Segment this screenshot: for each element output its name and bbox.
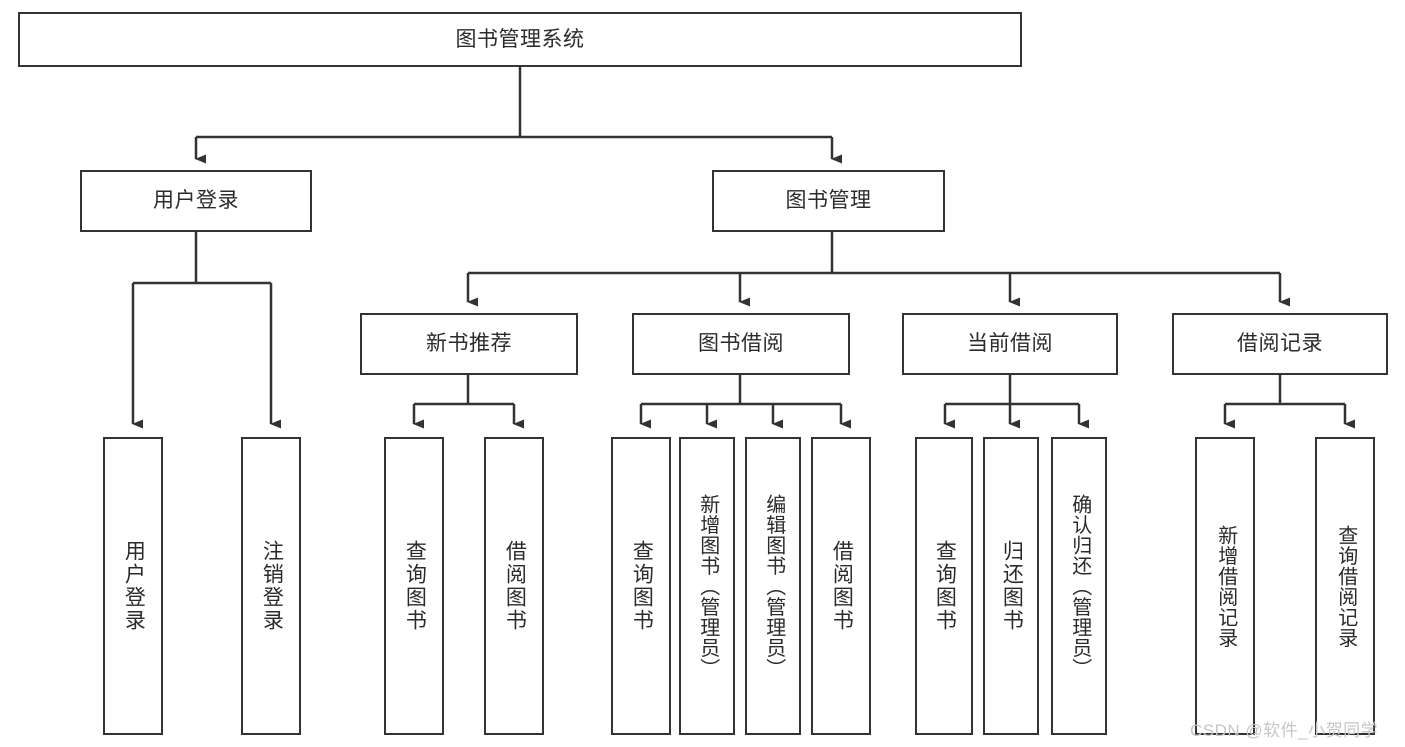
node-label: 图书管理	[785, 189, 872, 213]
node-label: 用户登录	[122, 540, 146, 632]
leaf-query-book-recommend[interactable]: 查询图书	[384, 437, 444, 735]
node-borrow-record[interactable]: 借阅记录	[1172, 313, 1388, 375]
leaf-query-book-current[interactable]: 查询图书	[915, 437, 973, 735]
leaf-user-logout[interactable]: 注销登录	[241, 437, 301, 735]
leaf-user-login[interactable]: 用户登录	[103, 437, 163, 735]
node-label: 借阅图书	[503, 540, 527, 632]
node-label: 图书借阅	[698, 332, 784, 356]
node-label: 查询图书	[630, 540, 654, 632]
node-label: 注销登录	[260, 540, 284, 632]
node-label: 确认归还（管理员）	[1068, 493, 1091, 679]
leaf-return-book[interactable]: 归还图书	[983, 437, 1039, 735]
node-label: 归还图书	[1000, 540, 1024, 632]
node-label: 借阅记录	[1237, 332, 1323, 356]
leaf-confirm-return-admin[interactable]: 确认归还（管理员）	[1051, 437, 1107, 735]
node-label: 新书推荐	[426, 332, 512, 356]
node-label: 新增借阅记录	[1214, 524, 1237, 648]
leaf-edit-book-admin[interactable]: 编辑图书（管理员）	[745, 437, 801, 735]
node-label: 用户登录	[153, 189, 239, 213]
leaf-add-borrow-record[interactable]: 新增借阅记录	[1195, 437, 1255, 735]
node-label: 当前借阅	[967, 332, 1053, 356]
node-current-borrow[interactable]: 当前借阅	[902, 313, 1118, 375]
leaf-query-book-borrow[interactable]: 查询图书	[611, 437, 671, 735]
csdn-watermark: CSDN @软件_小贺同学	[1190, 721, 1379, 740]
node-user-login[interactable]: 用户登录	[80, 170, 312, 232]
leaf-query-borrow-record[interactable]: 查询借阅记录	[1315, 437, 1375, 735]
leaf-borrow-book-recommend[interactable]: 借阅图书	[484, 437, 544, 735]
node-root-system[interactable]: 图书管理系统	[18, 12, 1022, 67]
node-label: 查询图书	[403, 540, 427, 632]
node-label: 查询图书	[933, 540, 957, 632]
node-label: 编辑图书（管理员）	[762, 493, 785, 679]
node-label: 借阅图书	[830, 540, 854, 632]
leaf-borrow-book[interactable]: 借阅图书	[811, 437, 871, 735]
node-book-management[interactable]: 图书管理	[712, 170, 945, 232]
leaf-add-book-admin[interactable]: 新增图书（管理员）	[679, 437, 735, 735]
node-book-borrow[interactable]: 图书借阅	[632, 313, 850, 375]
node-new-book-recommend[interactable]: 新书推荐	[360, 313, 578, 375]
node-label: 新增图书（管理员）	[696, 493, 719, 679]
node-label: 图书管理系统	[455, 27, 585, 51]
node-label: 查询借阅记录	[1334, 524, 1357, 648]
